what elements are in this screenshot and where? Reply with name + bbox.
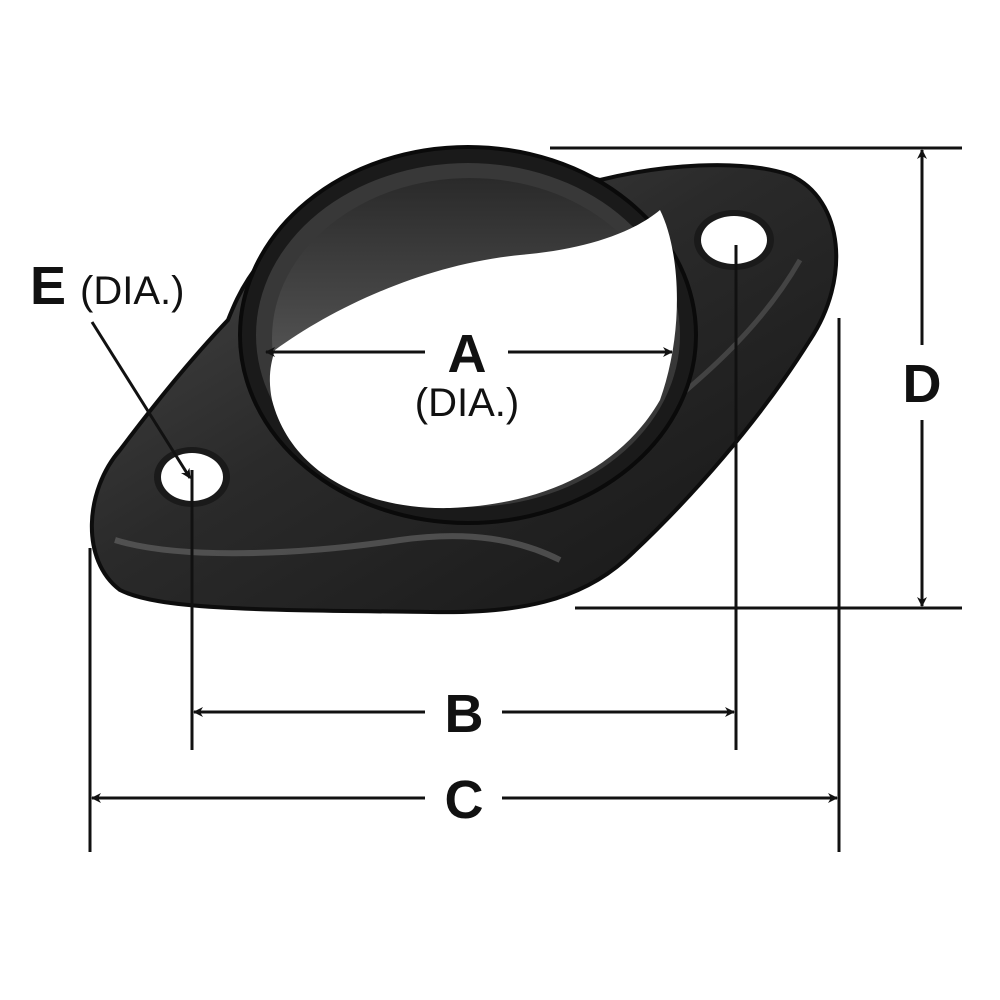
dimension-labels: A (DIA.) B C D E (DIA.)	[30, 256, 942, 830]
dim-e-leader	[90, 321, 192, 479]
label-c: C	[445, 770, 484, 830]
plate-highlight	[114, 533, 562, 563]
right-bolt-hole-opening	[701, 216, 767, 264]
label-d: D	[903, 354, 942, 414]
label-b: B	[445, 684, 484, 744]
label-e: E	[30, 256, 66, 316]
label-e-note: (DIA.)	[80, 269, 184, 313]
label-a-note: (DIA.)	[415, 381, 519, 425]
bore-opening	[269, 210, 677, 509]
dimension-lines	[88, 146, 962, 852]
label-a: A	[448, 324, 487, 384]
